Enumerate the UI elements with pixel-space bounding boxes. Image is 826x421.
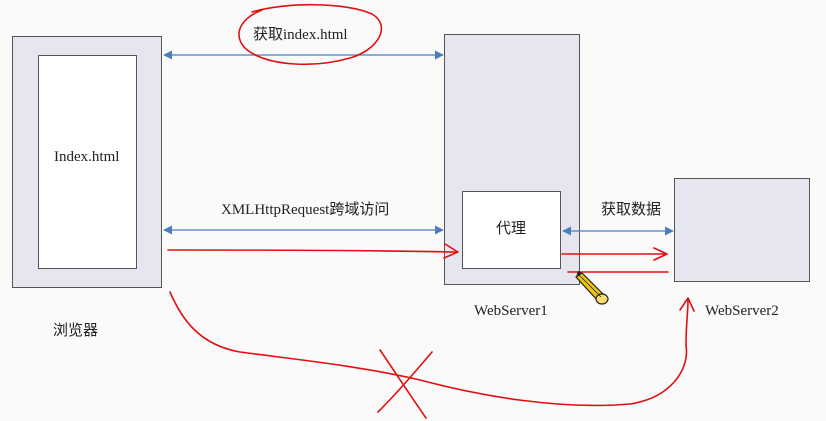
fetch-data-label: 获取数据 [601, 202, 662, 218]
red-arrow-ws1-to-ws2 [561, 247, 668, 261]
webserver1-caption: WebServer1 [474, 303, 548, 319]
red-curve-browser-to-ws2 [169, 291, 695, 407]
red-circle-annotation [238, 3, 383, 65]
fetch-index-label: 获取index.html [253, 27, 348, 43]
webserver2-box [674, 178, 810, 282]
proxy-label: 代理 [496, 221, 527, 237]
xhr-cross-domain-label: XMLHttpRequest跨域访问 [221, 202, 390, 218]
index-html-box [38, 55, 137, 269]
proxy-box [462, 191, 561, 269]
index-html-label: Index.html [54, 149, 120, 165]
browser-caption: 浏览器 [53, 323, 99, 339]
pencil-icon [575, 271, 609, 305]
red-arrow-browser-to-ws1 [167, 243, 459, 259]
red-x-mark [377, 349, 433, 419]
webserver2-caption: WebServer2 [705, 303, 779, 319]
